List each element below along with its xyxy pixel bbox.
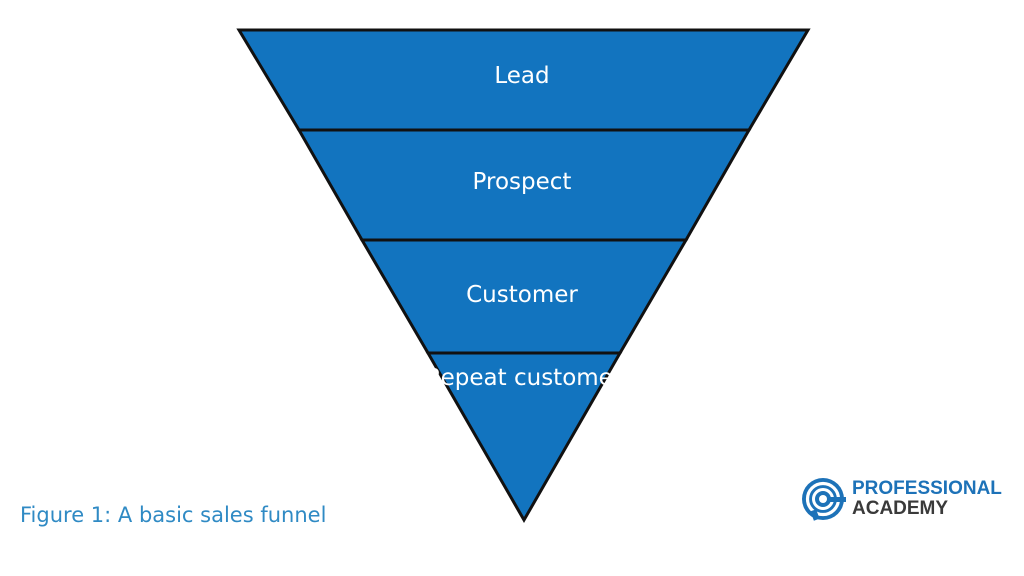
logo-text-academy: ACADEMY bbox=[852, 498, 949, 519]
stage-label-lead: Lead bbox=[494, 63, 550, 89]
stage-label-repeat-customer: Repeat customer bbox=[425, 365, 623, 391]
stage-label-prospect: Prospect bbox=[472, 169, 572, 195]
stage-label-customer: Customer bbox=[466, 282, 578, 308]
concentric-circle-logo-icon bbox=[802, 478, 846, 521]
figure-caption: Figure 1: A basic sales funnel bbox=[20, 503, 327, 527]
funnel-stage-repeat-customer bbox=[425, 351, 623, 524]
professional-academy-logo: PROFESSIONAL ACADEMY bbox=[800, 476, 1002, 522]
logo-text-professional: PROFESSIONAL bbox=[852, 478, 1002, 499]
